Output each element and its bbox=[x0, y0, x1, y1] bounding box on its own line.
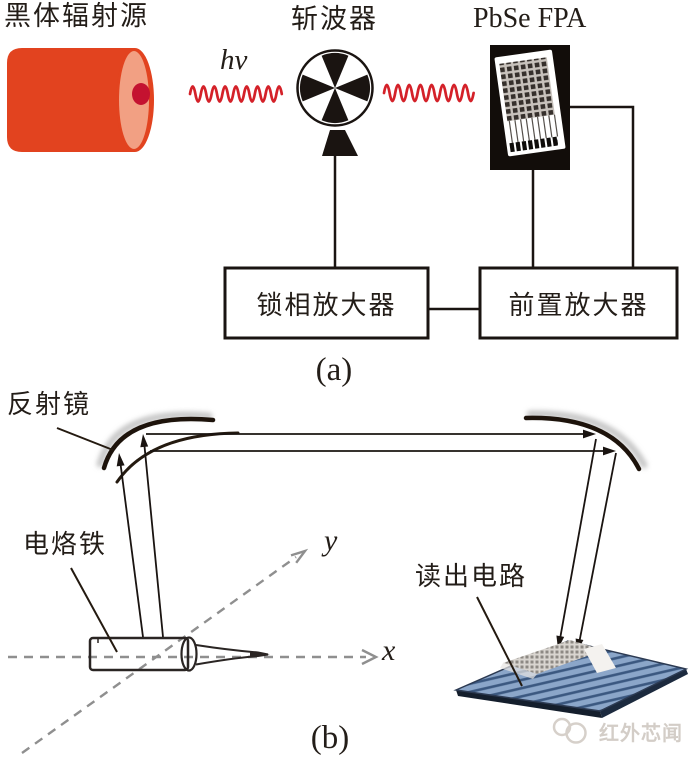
y-axis-label: y bbox=[324, 524, 338, 557]
photon-energy-label: hν bbox=[220, 44, 248, 76]
blackbody-label: 黑体辐射源 bbox=[4, 1, 149, 31]
fpa-chip-photo bbox=[490, 45, 570, 170]
lockin-amplifier-label: 锁相放大器 bbox=[256, 290, 397, 320]
photon-wave-left-icon bbox=[188, 85, 284, 103]
soldering-iron-fill bbox=[90, 637, 268, 671]
photon-wave-right-icon bbox=[382, 83, 475, 103]
readout-circuit-label: 读出电路 bbox=[415, 562, 528, 591]
fpa-label: PbSe FPA bbox=[473, 3, 587, 34]
light-rays bbox=[116, 429, 617, 652]
preamplifier-box bbox=[478, 266, 679, 340]
label-pointer-lines bbox=[56, 427, 523, 687]
blackbody-source-icon bbox=[7, 48, 154, 152]
lockin-amplifier-box bbox=[223, 266, 430, 340]
chopper-label: 斩波器 bbox=[291, 4, 378, 34]
soldering-iron-icon bbox=[88, 636, 270, 672]
caption-b: (b) bbox=[310, 720, 350, 756]
mirror-right-icon bbox=[523, 410, 648, 472]
preamplifier-label: 前置放大器 bbox=[508, 290, 649, 320]
chopper-wheel-icon bbox=[296, 49, 374, 268]
soldering-iron-label: 电烙铁 bbox=[23, 530, 108, 559]
mirror-label: 反射镜 bbox=[7, 390, 92, 419]
watermark-logo-icon bbox=[552, 717, 587, 744]
readout-chip-icon bbox=[453, 640, 689, 718]
watermark-text: 红外芯闻 bbox=[599, 723, 683, 745]
wiring-lines bbox=[428, 105, 635, 311]
caption-a: (a) bbox=[315, 352, 353, 388]
x-axis-label: x bbox=[382, 634, 396, 667]
